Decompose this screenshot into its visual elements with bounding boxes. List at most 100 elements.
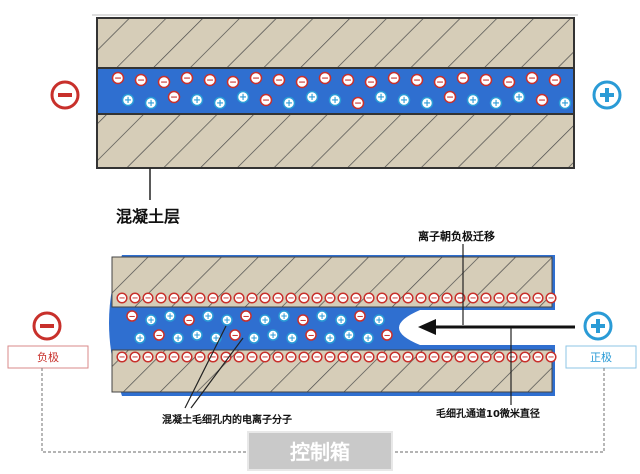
negative-pole-label: 负极 xyxy=(37,350,59,364)
negative-ion: − xyxy=(442,352,452,362)
svg-text:−: − xyxy=(184,352,191,362)
negative-ion: − xyxy=(445,92,456,104)
negative-ion: − xyxy=(364,352,374,362)
positive-ion: + xyxy=(468,95,479,107)
negative-ion: − xyxy=(468,352,478,362)
svg-text:−: − xyxy=(431,293,438,303)
svg-text:−: − xyxy=(275,293,282,303)
negative-ion: − xyxy=(429,352,439,362)
svg-text:−: − xyxy=(158,352,165,362)
svg-text:−: − xyxy=(160,77,168,88)
svg-text:−: − xyxy=(119,352,126,362)
svg-text:−: − xyxy=(288,293,295,303)
svg-text:+: + xyxy=(147,98,155,109)
svg-text:−: − xyxy=(496,293,503,303)
negative-ion: − xyxy=(416,293,426,303)
negative-ion: − xyxy=(481,293,491,303)
negative-ion: − xyxy=(154,330,164,341)
svg-text:−: − xyxy=(236,352,243,362)
capillary-ions-label: 混凝土毛细孔内的电离子分子 xyxy=(162,413,292,426)
top-minus-circle-icon xyxy=(52,82,78,108)
svg-text:−: − xyxy=(327,293,334,303)
negative-ion: − xyxy=(117,352,127,362)
svg-text:−: − xyxy=(483,352,490,362)
svg-text:−: − xyxy=(262,293,269,303)
bottom-plus-circle-icon xyxy=(585,313,611,339)
positive-pole-box: 正极 xyxy=(566,346,636,368)
svg-text:−: − xyxy=(229,77,237,88)
svg-text:−: − xyxy=(171,293,178,303)
negative-ion: − xyxy=(494,293,504,303)
negative-ion: − xyxy=(355,311,365,322)
negative-ion: − xyxy=(429,293,439,303)
negative-ion: − xyxy=(338,352,348,362)
svg-text:−: − xyxy=(275,75,283,86)
svg-text:−: − xyxy=(185,316,192,326)
svg-text:+: + xyxy=(377,92,385,103)
negative-ion: − xyxy=(182,352,192,362)
svg-text:−: − xyxy=(522,352,529,362)
svg-text:+: + xyxy=(193,331,200,341)
top-concrete-diagram: −+−+−−−+−+−+−−−+−+−+−−−+−+−+−−−+−+−+−−−+… xyxy=(92,15,578,226)
svg-text:+: + xyxy=(561,98,569,109)
svg-text:+: + xyxy=(223,316,230,326)
svg-text:+: + xyxy=(331,95,339,106)
negative-ion: − xyxy=(520,352,530,362)
control-box-label: 控制箱 xyxy=(290,440,350,464)
negative-ion: − xyxy=(325,293,335,303)
positive-pole-label: 正极 xyxy=(590,350,612,364)
negative-ion: − xyxy=(458,73,469,85)
svg-text:−: − xyxy=(137,75,145,86)
svg-text:−: − xyxy=(321,73,329,84)
svg-text:−: − xyxy=(405,352,412,362)
positive-ion: + xyxy=(146,98,157,110)
positive-ion: + xyxy=(422,98,433,110)
positive-ion: + xyxy=(560,98,571,110)
svg-text:−: − xyxy=(548,352,555,362)
negative-ion: − xyxy=(364,293,374,303)
negative-ion: − xyxy=(416,352,426,362)
svg-text:−: − xyxy=(418,352,425,362)
svg-text:−: − xyxy=(299,316,306,326)
svg-text:−: − xyxy=(223,293,230,303)
svg-text:−: − xyxy=(392,293,399,303)
negative-ion: − xyxy=(527,73,538,85)
svg-text:+: + xyxy=(423,98,431,109)
negative-ion: − xyxy=(117,293,127,303)
svg-text:−: − xyxy=(535,352,542,362)
negative-ion: − xyxy=(156,293,166,303)
svg-text:+: + xyxy=(318,312,325,322)
svg-text:+: + xyxy=(308,92,316,103)
svg-text:−: − xyxy=(145,352,152,362)
negative-ion: − xyxy=(320,73,331,85)
positive-ion: + xyxy=(146,315,156,326)
svg-text:−: − xyxy=(314,293,321,303)
positive-ion: + xyxy=(135,333,145,344)
svg-text:−: − xyxy=(158,293,165,303)
negative-ion: − xyxy=(234,293,244,303)
negative-ion: − xyxy=(241,311,251,322)
negative-ion: − xyxy=(550,75,561,87)
negative-ion: − xyxy=(234,352,244,362)
svg-text:−: − xyxy=(551,75,559,86)
negative-ion: − xyxy=(184,315,194,326)
negative-ion: − xyxy=(390,352,400,362)
svg-text:−: − xyxy=(132,352,139,362)
svg-text:−: − xyxy=(206,75,214,86)
negative-ion: − xyxy=(230,330,240,341)
negative-ion: − xyxy=(169,352,179,362)
svg-text:−: − xyxy=(522,293,529,303)
svg-text:−: − xyxy=(262,352,269,362)
svg-text:−: − xyxy=(114,73,122,84)
positive-ion: + xyxy=(284,98,295,110)
positive-ion: + xyxy=(317,311,327,322)
svg-text:−: − xyxy=(431,352,438,362)
negative-ion: − xyxy=(533,352,543,362)
svg-text:−: − xyxy=(231,331,238,341)
negative-ion: − xyxy=(260,352,270,362)
positive-ion: + xyxy=(268,330,278,341)
svg-text:−: − xyxy=(470,352,477,362)
svg-text:−: − xyxy=(301,293,308,303)
svg-text:+: + xyxy=(193,95,201,106)
svg-text:−: − xyxy=(314,352,321,362)
